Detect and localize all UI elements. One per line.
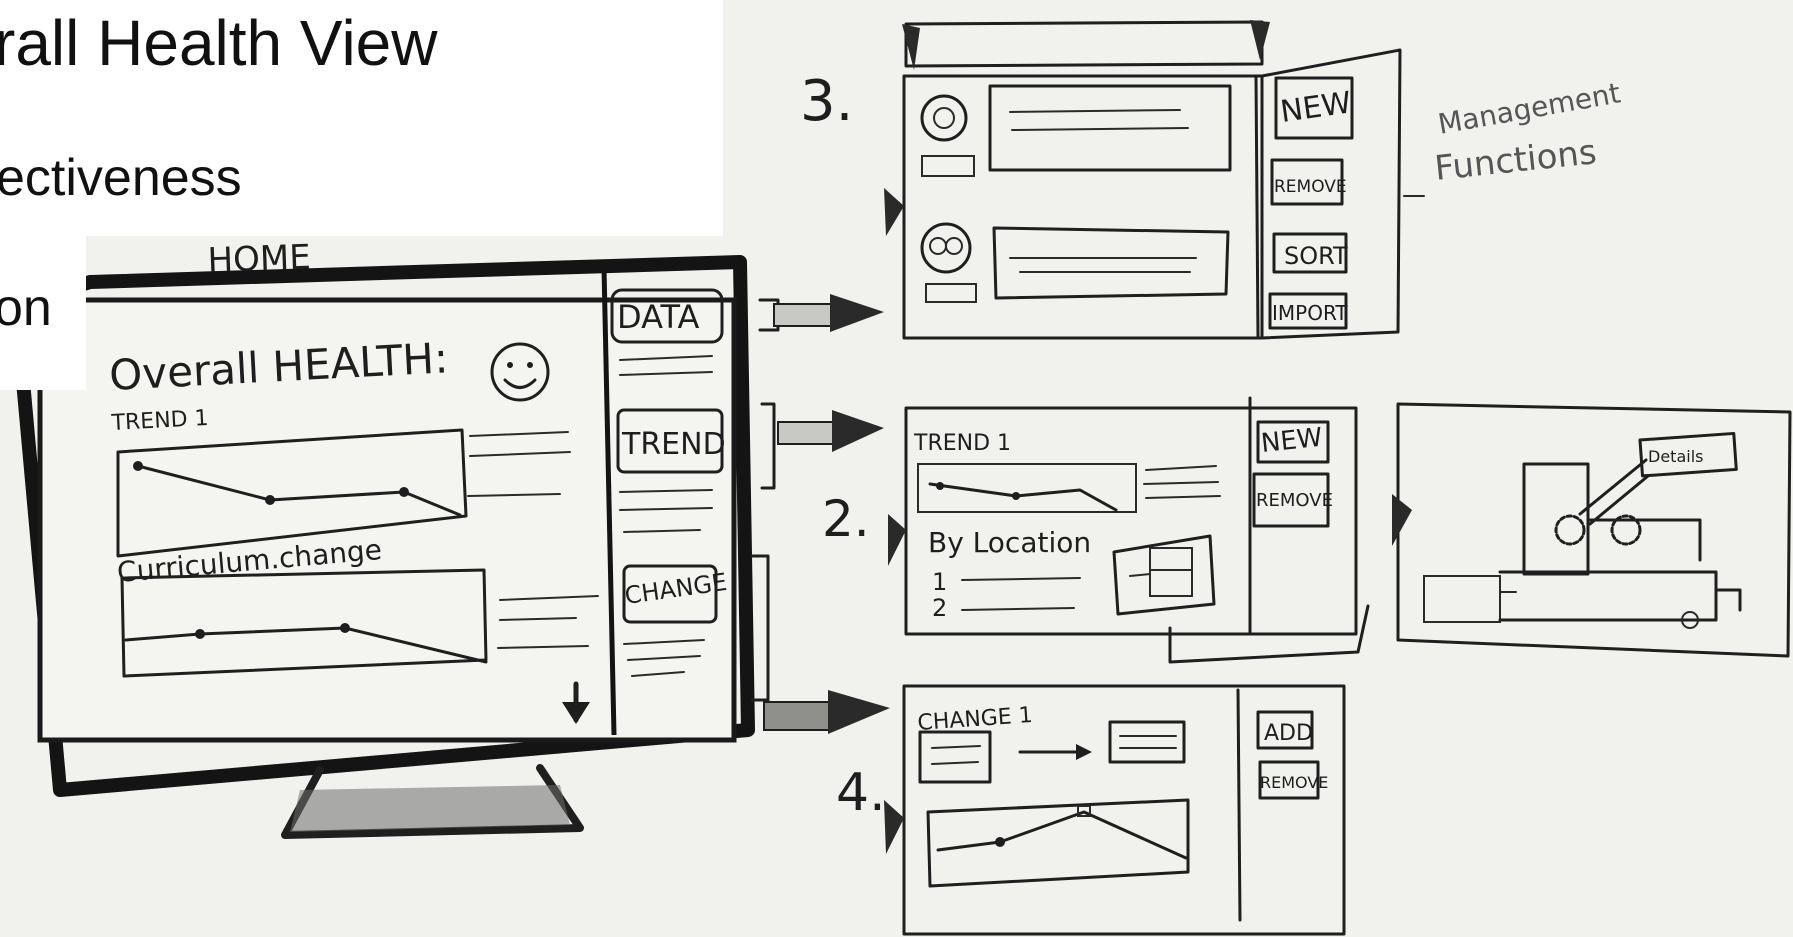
list-number-1: 1 — [932, 568, 947, 596]
svg-text:TREND: TREND — [621, 427, 726, 462]
new-button[interactable]: NEW — [1276, 78, 1353, 138]
screen-2-trend: 2. TREND 1 By Location 1 2 NEW REMOVE — [822, 398, 1368, 662]
screen-4-change: 4. CHANGE 1 ADD REMOVE — [836, 686, 1344, 934]
location-map — [1114, 536, 1214, 614]
arrow-trend — [762, 404, 884, 488]
svg-text:NEW: NEW — [1278, 85, 1353, 130]
slide-bullet-2: on — [0, 278, 52, 338]
home-label: HOME — [207, 237, 311, 281]
arrow-data — [760, 294, 884, 332]
management-annotation: Management — [1435, 76, 1622, 141]
list-number-2: 2 — [932, 594, 947, 622]
svg-text:Details: Details — [1648, 447, 1703, 466]
home-monitor: HOME Overall HEALTH: TREND 1 Curriculum.… — [22, 237, 748, 835]
screen-2-remove-button[interactable]: REMOVE — [1254, 474, 1333, 526]
arrow-change — [752, 556, 890, 734]
slide-title: rall Health View — [0, 6, 437, 80]
screen-2-new-button[interactable]: NEW — [1258, 422, 1328, 462]
by-location-label: By Location — [928, 526, 1091, 559]
screen-2-trend-label: TREND 1 — [913, 431, 1011, 456]
detail-view: Details — [1392, 404, 1790, 656]
svg-text:IMPORT: IMPORT — [1272, 301, 1348, 325]
functions-annotation: Functions — [1433, 132, 1599, 189]
screen-4-number: 4. — [836, 763, 886, 823]
slide-bullet-1: ectiveness — [0, 148, 242, 208]
detail-gear-icon — [1556, 516, 1584, 544]
screen-3-number: 3. — [800, 69, 853, 134]
svg-text:REMOVE: REMOVE — [1274, 177, 1347, 197]
avatar — [922, 224, 970, 272]
svg-text:NEW: NEW — [1260, 423, 1324, 459]
details-tooltip: Details — [1640, 433, 1736, 475]
svg-text:SORT: SORT — [1284, 242, 1348, 270]
sort-button[interactable]: SORT — [1274, 234, 1348, 272]
trend-label: TREND 1 — [110, 406, 209, 436]
avatar — [922, 96, 966, 140]
remove-button[interactable]: REMOVE — [1272, 160, 1347, 204]
svg-text:ADD: ADD — [1264, 721, 1313, 746]
svg-text:REMOVE: REMOVE — [1260, 773, 1328, 792]
screen-3-data: 3. NEW REMOVE — [800, 20, 1623, 338]
add-button[interactable]: ADD — [1258, 712, 1313, 748]
svg-text:DATA: DATA — [617, 298, 700, 336]
import-button[interactable]: IMPORT — [1270, 294, 1348, 328]
svg-text:REMOVE: REMOVE — [1256, 490, 1333, 511]
screen-2-number: 2. — [822, 490, 870, 548]
screen-4-remove-button[interactable]: REMOVE — [1260, 762, 1328, 798]
